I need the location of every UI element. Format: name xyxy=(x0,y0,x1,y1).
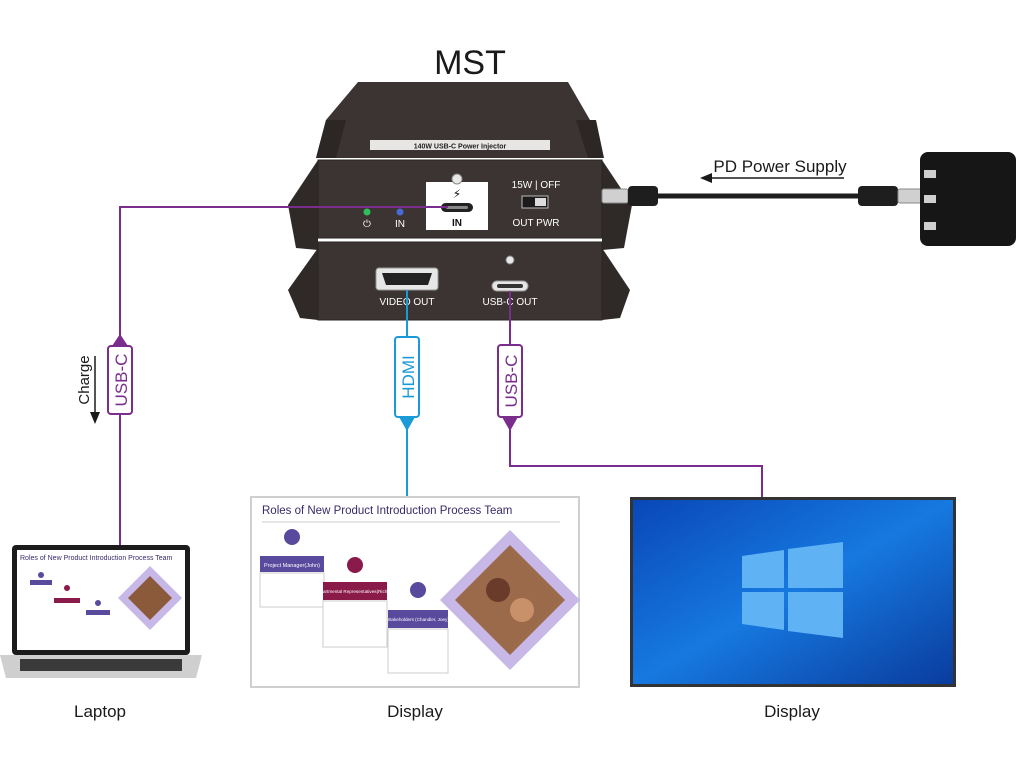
display-usbc-label: USB-C xyxy=(502,355,521,408)
lower-front-panel xyxy=(317,241,603,321)
slide-title: Roles of New Product Introduction Proces… xyxy=(262,505,512,517)
left-flange xyxy=(288,160,318,250)
windows-logo-icon xyxy=(742,542,843,638)
usbc-out-led xyxy=(505,255,515,265)
in-port-label: IN xyxy=(452,218,462,229)
status-led-top xyxy=(451,173,463,185)
role3-label: Stakeholders (Chandler, Joey) xyxy=(387,617,449,622)
diagram-title: MST xyxy=(434,44,506,82)
power-led xyxy=(363,208,371,216)
lightning-icon: ⚡ xyxy=(453,187,461,201)
role2-icon xyxy=(347,557,363,573)
display-usbc-cable xyxy=(509,291,763,497)
pd-power-supply: PD Power Supply xyxy=(601,152,1016,246)
switch-label: 15W | OFF xyxy=(512,180,561,191)
power-adapter xyxy=(920,152,1016,246)
name-plate-text: 140W USB-C Power Injector xyxy=(414,144,507,151)
charge-label: Charge xyxy=(76,355,93,404)
right-flange xyxy=(602,160,632,250)
laptop-usbc-label: USB-C xyxy=(112,354,131,407)
laptop-usbc-cable xyxy=(119,206,448,545)
switch-caption: OUT PWR xyxy=(512,218,559,229)
hdmi-label: HDMI xyxy=(399,355,418,398)
in-led-label: IN xyxy=(395,219,405,230)
arrow-left-icon xyxy=(700,173,712,183)
laptop-slide-title: Roles of New Product Introduction Proces… xyxy=(20,555,173,562)
pd-power-supply-label: PD Power Supply xyxy=(713,157,847,176)
name-plate xyxy=(370,140,550,150)
role2-label: Departmental Representatives(Richard) xyxy=(315,589,396,594)
in-led xyxy=(396,208,404,216)
center-display-caption: Display xyxy=(387,702,443,721)
role1-icon xyxy=(284,529,300,545)
center-display: Roles of New Product Introduction Proces… xyxy=(250,496,580,688)
right-display-caption: Display xyxy=(764,702,820,721)
arrow-down-icon xyxy=(90,412,100,424)
right-display xyxy=(630,497,956,687)
power-injector-device: 140W USB-C Power Injector ⚡ IN ⏻ IN 15W … xyxy=(288,82,632,321)
role3-icon xyxy=(410,582,426,598)
power-icon: ⏻ xyxy=(363,219,371,230)
role1-label: Project Manager(John) xyxy=(264,563,320,569)
teamwork-image xyxy=(455,545,565,655)
laptop-usbc-connector xyxy=(107,345,133,415)
laptop: Roles of New Product Introduction Proces… xyxy=(0,545,202,678)
laptop-caption: Laptop xyxy=(74,702,126,721)
